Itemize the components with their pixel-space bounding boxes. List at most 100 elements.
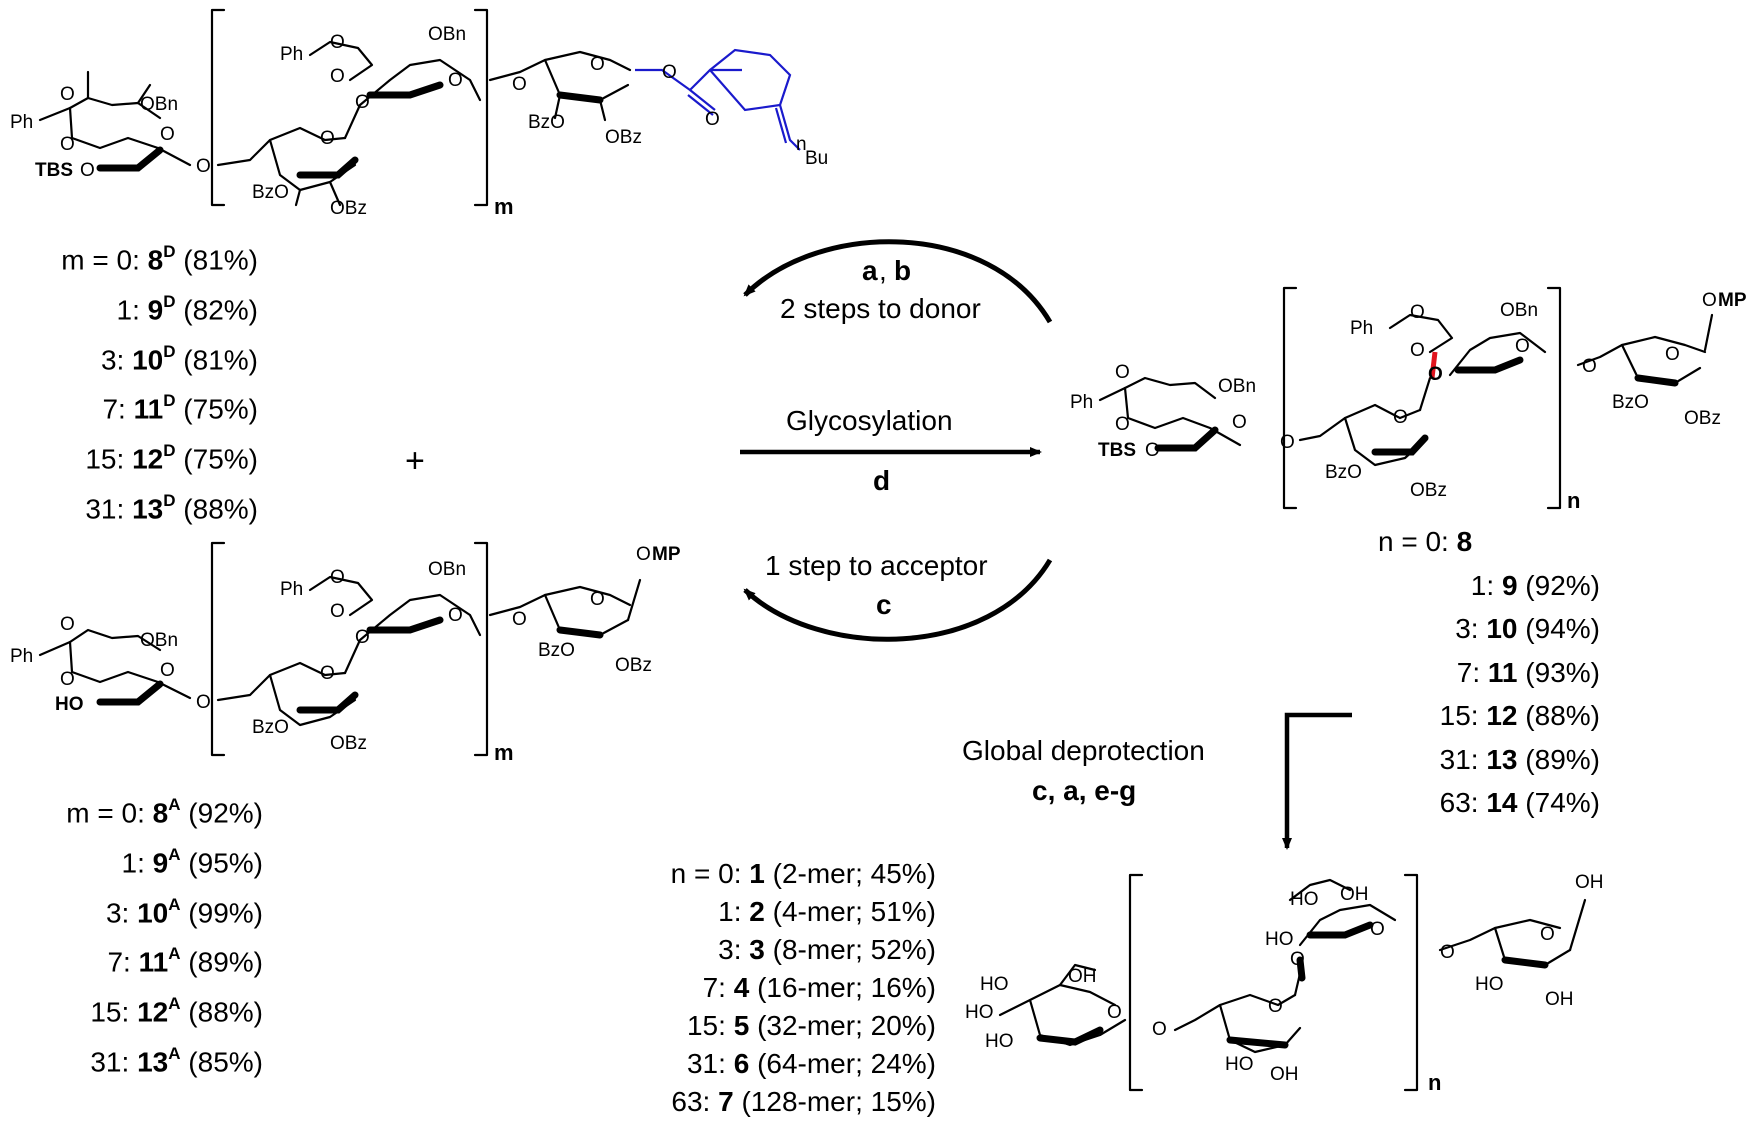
svg-text:O: O [330,66,345,87]
list-item: m = 0: 8A (92%) [66,795,263,829]
svg-text:HO: HO [1475,974,1504,995]
reagent-a: a [862,255,878,286]
svg-text:BzO: BzO [1325,462,1362,483]
caption-1-step: 1 step to acceptor [765,550,988,581]
list-item: 31: 13A (85%) [90,1044,263,1078]
svg-text:O: O [590,589,605,610]
svg-text:OH: OH [1340,884,1369,905]
product-repeat-n: n [1567,488,1580,513]
svg-text:O: O [448,70,463,91]
svg-text:HO: HO [965,1002,994,1023]
list-item: 15: 5 (32-mer; 20%) [686,1010,936,1041]
list-item: 31: 6 (64-mer; 24%) [686,1048,936,1079]
list-item: 1: 2 (4-mer; 51%) [718,896,936,927]
list-item: 7: 11 (93%) [1456,656,1600,688]
svg-text:O: O [1107,1002,1122,1023]
final-bracket-left [1128,873,1144,1092]
svg-text:OBn: OBn [428,24,466,45]
svg-text:OH: OH [1545,989,1574,1010]
acceptor-list: m = 0: 8A (92%) 1: 9A (95%) 3: 10A (99%)… [18,785,263,1084]
svg-text:O: O [320,663,335,684]
final-terminal-sugar: HO HO HO OH O O [965,963,1167,1052]
svg-text:OBz: OBz [330,198,367,219]
list-item: 31: 13 (89%) [1439,743,1600,775]
donor-structure: Ph O O OBn O TBS O O Ph O O OBn O O O [10,8,828,219]
cycle-arrows [740,239,1352,850]
svg-text:O: O [80,160,95,181]
svg-text:O: O [636,544,651,565]
acceptor-ho-label: HO [55,694,84,715]
svg-text:O: O [330,567,345,588]
list-item: 3: 10 (94%) [1455,613,1600,644]
svg-text:O: O [196,156,211,177]
donor-bracket-left [210,8,226,207]
svg-text:HO: HO [985,1031,1014,1052]
svg-text:HO: HO [980,974,1009,995]
svg-text:O: O [1152,1019,1167,1040]
product-repeat-unit: Ph O O OBn O O O BzO OBz [1298,300,1547,501]
svg-text:OH: OH [1270,1064,1299,1085]
svg-text:HO: HO [1265,929,1294,950]
svg-text:O: O [1393,407,1408,428]
svg-text:Ph: Ph [10,646,33,667]
list-item: m = 0: 8D (81%) [61,242,258,276]
donor-list: m = 0: 8D (81%) 1: 9D (82%) 3: 10D (81%)… [18,232,258,531]
svg-text:O: O [1440,942,1455,963]
list-item: 1: 9A (95%) [121,844,263,879]
svg-text:OBn: OBn [140,630,178,651]
svg-text:O: O [1702,290,1717,311]
donor-reducing-end: O O BzO OBz [488,50,642,148]
svg-text:OBz: OBz [1410,480,1447,501]
svg-text:OH: OH [1575,872,1604,893]
product-tbs-label: TBS [1098,440,1136,461]
svg-text:O: O [448,605,463,626]
svg-text:O: O [1290,949,1305,970]
nbu-n-label: n [796,134,807,155]
svg-text:O: O [1370,919,1385,940]
svg-text:HO: HO [1290,889,1319,910]
final-reducing-end: O O HO OH OH [1438,872,1604,1010]
svg-text:O: O [512,609,527,630]
product-terminal-sugar: Ph O O OBn O TBS O O [1070,362,1295,461]
donor-bracket-right [473,8,489,207]
list-item: 63: 7 (128-mer; 15%) [671,1086,936,1117]
nbu-bu-label: Bu [805,148,828,169]
list-item: 3: 3 (8-mer; 52%) [718,934,936,965]
acceptor-terminal-sugar: Ph O O OBn O HO O [10,614,211,715]
list-item: 31: 13D (88%) [85,491,258,525]
list-item: 7: 11D (75%) [102,391,258,425]
svg-text:MP: MP [652,544,681,565]
reagents-deprotection: c, a, e-g [1032,775,1136,806]
list-item: n = 0: 1 (2-mer; 45%) [670,858,936,889]
svg-text:BzO: BzO [252,182,289,203]
acceptor-bracket-right [473,541,489,757]
list-item: 63: 14 (74%) [1439,787,1600,818]
list-item: 3: 10A (99%) [105,894,263,928]
svg-text:OBn: OBn [140,94,178,115]
arrow-to-donor [743,239,1053,324]
svg-text:O: O [160,660,175,681]
list-item: 15: 12A (88%) [90,994,263,1028]
acceptor-repeat-m: m [494,740,514,765]
donor-repeat-unit: Ph O O OBn O O O BzO OBz [216,24,482,219]
final-repeat-n: n [1428,1070,1441,1095]
svg-text:O: O [512,74,527,95]
svg-text:O: O [705,109,720,130]
svg-text:O: O [1582,356,1597,377]
svg-text:O: O [330,601,345,622]
svg-text:O: O [1232,412,1247,433]
caption-glycosylation: Glycosylation [786,405,953,436]
product-bracket-right [1546,286,1562,510]
svg-text:OBz: OBz [1684,408,1721,429]
svg-text:OBn: OBn [428,559,466,580]
arrow-to-acceptor [743,558,1053,642]
donor-ph-label: Ph [10,112,33,133]
donor-terminal-sugar: Ph O O OBn O TBS O O [10,70,211,181]
product-bracket-left [1282,286,1298,510]
svg-text:O: O [1115,362,1130,383]
svg-text:O: O [1540,924,1555,945]
donor-aglycone-blue: O O n Bu [635,48,828,169]
final-list: n = 0: 1 (2-mer; 45%) 1: 2 (4-mer; 51%) … [600,855,936,1121]
svg-text:BzO: BzO [1612,392,1649,413]
svg-text:O: O [60,614,75,635]
